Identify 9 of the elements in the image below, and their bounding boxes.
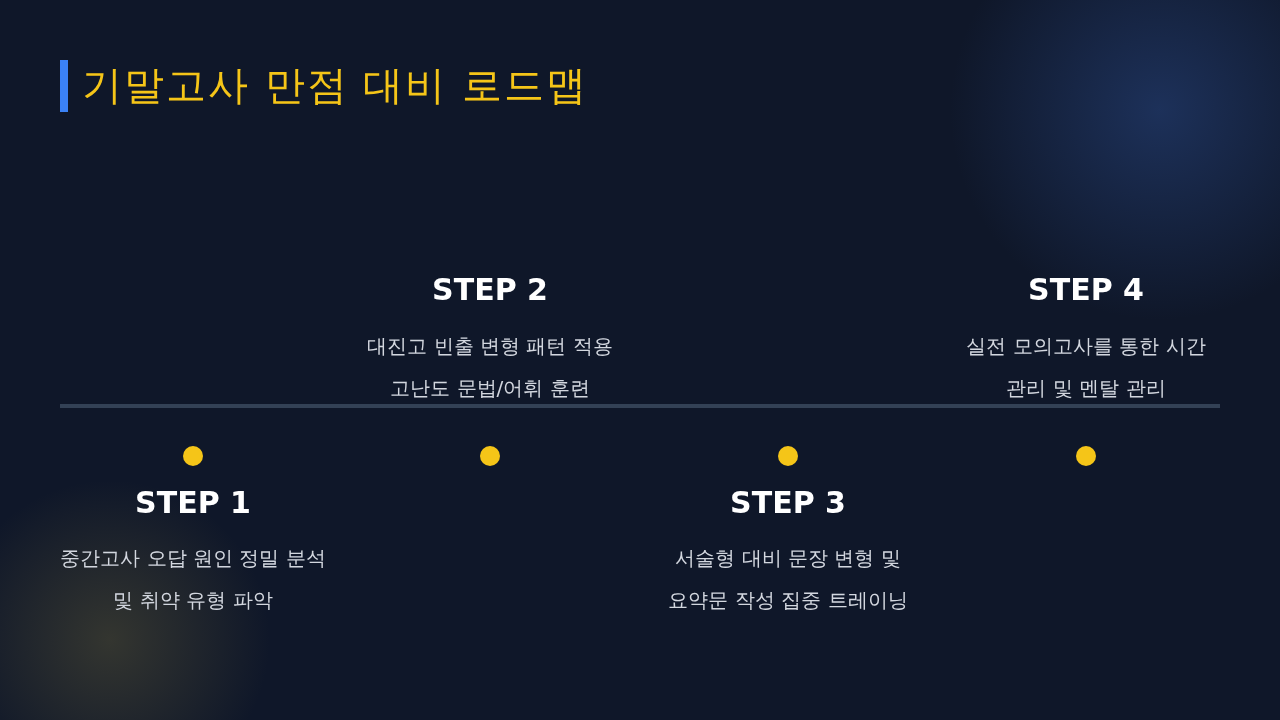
step-description: 실전 모의고사를 통한 시간 관리 및 멘탈 관리	[965, 333, 1207, 402]
step-description: 대진고 빈출 변형 패턴 적용 고난도 문법/어휘 훈련	[366, 333, 614, 402]
step-description: 중간고사 오답 원인 정밀 분석 및 취약 유형 파악	[59, 545, 327, 614]
step-heading: STEP 1	[134, 485, 252, 520]
step-description: 서술형 대비 문장 변형 및 요약문 작성 집중 트레이닝	[667, 545, 909, 614]
step-heading: STEP 3	[729, 485, 847, 520]
step-heading: STEP 4	[1027, 272, 1145, 307]
title: 기말고사 만점 대비 로드맵	[82, 61, 589, 110]
step-heading: STEP 2	[431, 272, 549, 307]
